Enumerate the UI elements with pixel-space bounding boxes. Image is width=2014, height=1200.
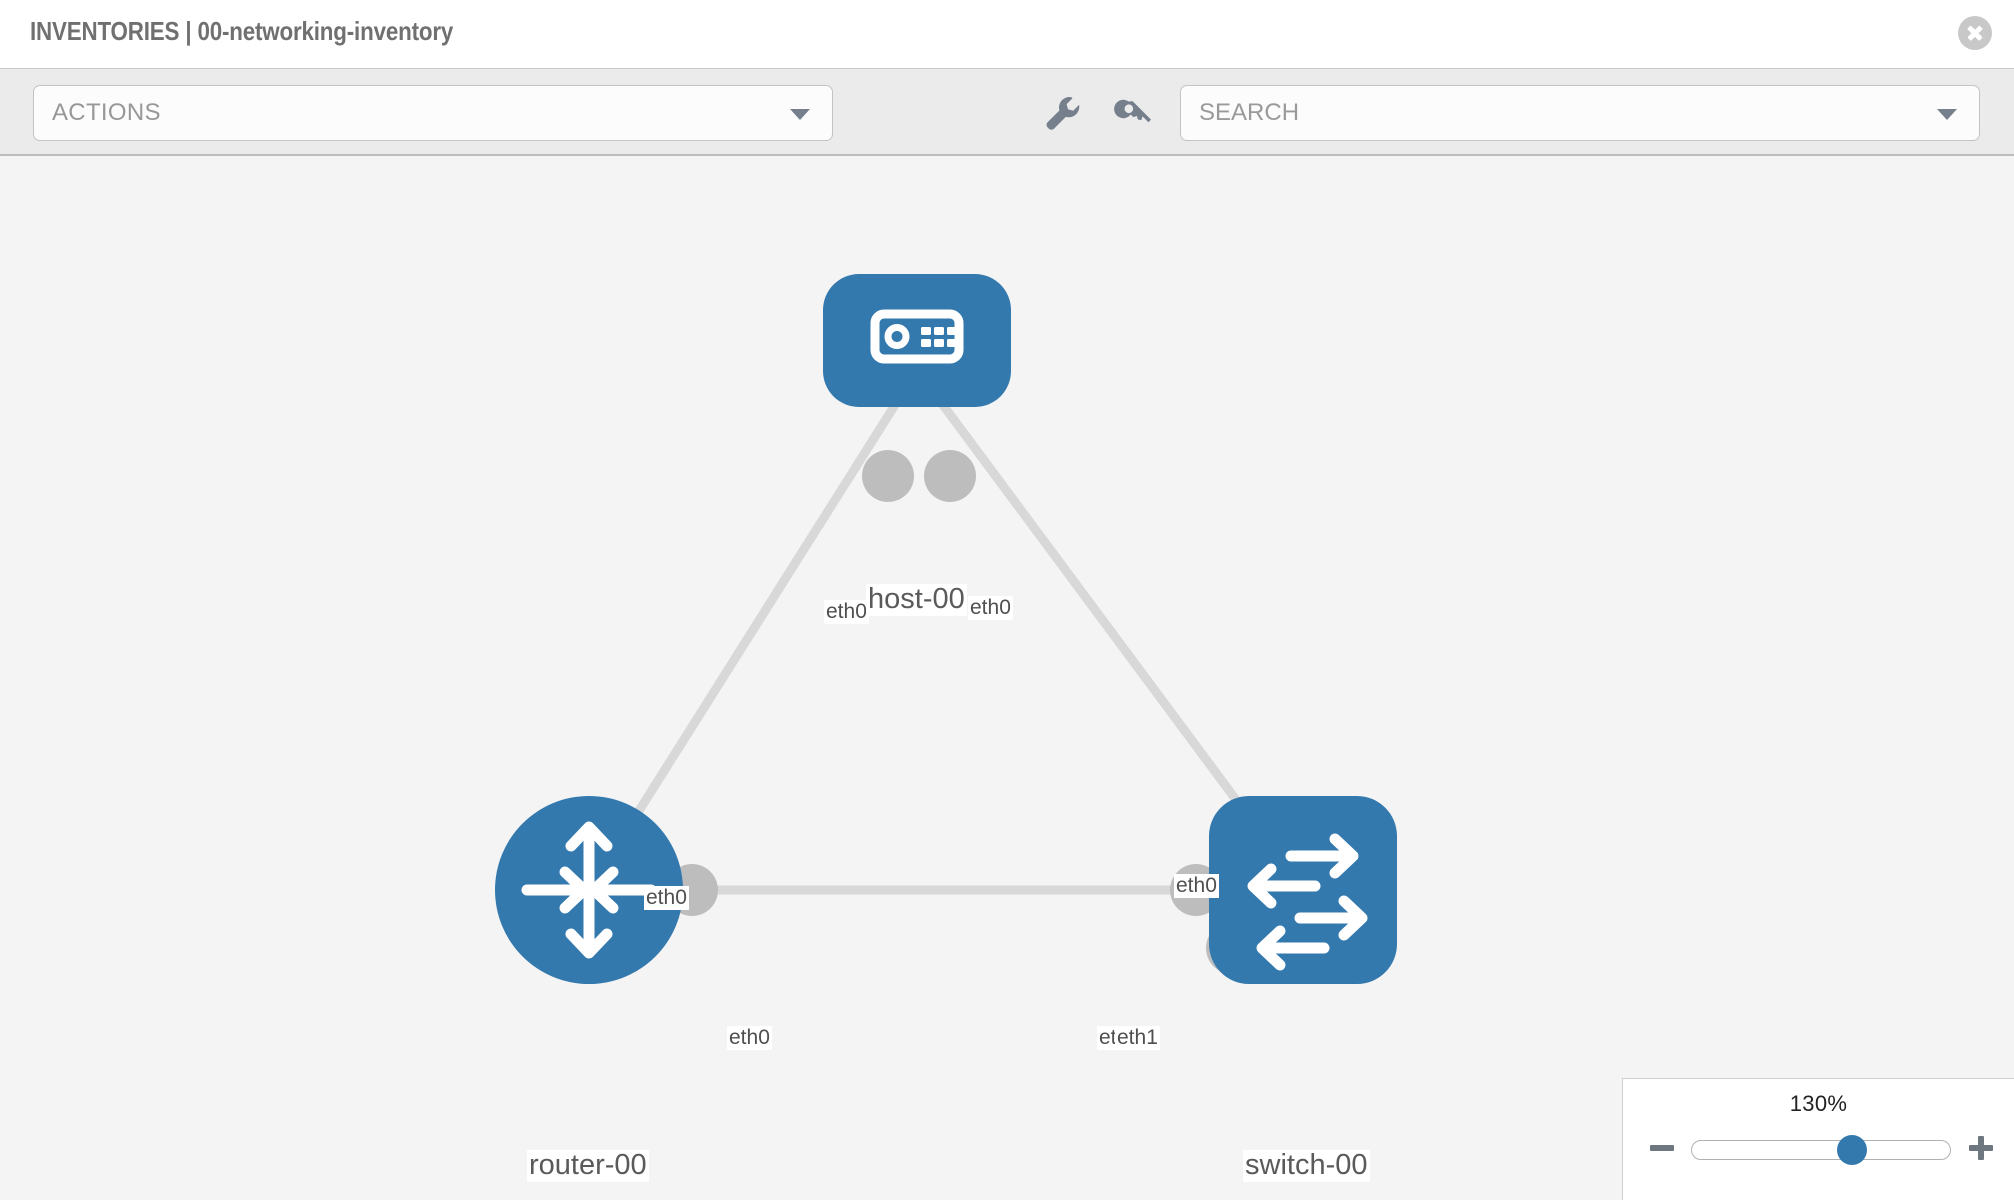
node-label-router-00: router-00 bbox=[527, 1149, 649, 1182]
server-icon bbox=[870, 309, 964, 364]
iface-label-host00-left: eth0 bbox=[824, 600, 869, 624]
chevron-down-icon bbox=[790, 109, 810, 120]
link-edges bbox=[585, 367, 1307, 895]
close-icon[interactable] bbox=[1958, 16, 1992, 50]
iface-label-switch00-up: eth0 bbox=[1174, 874, 1219, 898]
plus-icon-bar-v bbox=[1978, 1136, 1984, 1160]
node-label-host-00: host-00 bbox=[866, 583, 967, 616]
actions-dropdown-label: ACTIONS bbox=[52, 99, 161, 126]
minus-icon-bar bbox=[1650, 1145, 1674, 1151]
port-host00-eth0-right[interactable] bbox=[924, 450, 976, 502]
topology-canvas[interactable]: eth0 eth0 eth0 eth0 eth0 eth0 eth1 host-… bbox=[0, 156, 2014, 1200]
zoom-slider-row bbox=[1623, 1131, 2014, 1171]
minus-icon[interactable] bbox=[1645, 1131, 1679, 1165]
node-switch-00[interactable] bbox=[1209, 796, 1397, 984]
node-host-00[interactable] bbox=[823, 274, 1011, 407]
link-host00-router00[interactable] bbox=[585, 367, 921, 893]
port-host00-eth0-left[interactable] bbox=[862, 450, 914, 502]
zoom-slider-track[interactable] bbox=[1691, 1135, 1951, 1165]
search-input[interactable] bbox=[1181, 86, 1979, 140]
iface-label-host00-right: eth0 bbox=[968, 596, 1013, 620]
iface-label-router00-eth0: eth0 bbox=[727, 1026, 772, 1050]
zoom-control-panel: 130% bbox=[1622, 1078, 2014, 1200]
switch-arrows-icon bbox=[1247, 833, 1368, 971]
node-label-switch-00: switch-00 bbox=[1243, 1149, 1370, 1182]
iface-label-switch00-eth1: eth1 bbox=[1115, 1026, 1160, 1050]
key-icon[interactable] bbox=[1105, 85, 1161, 141]
plus-icon[interactable] bbox=[1964, 1131, 1998, 1165]
node-host-00-shape[interactable] bbox=[823, 274, 1011, 407]
node-router-00[interactable] bbox=[495, 796, 683, 984]
zoom-slider-thumb[interactable] bbox=[1836, 1135, 1867, 1165]
search-field[interactable] bbox=[1180, 85, 1980, 141]
wrench-icon[interactable] bbox=[1035, 85, 1091, 141]
router-arrows-icon bbox=[521, 821, 657, 959]
toolbar: ACTIONS bbox=[0, 68, 2014, 156]
iface-label-router00-up: eth0 bbox=[644, 886, 689, 910]
topology-graph bbox=[495, 274, 1397, 984]
actions-dropdown[interactable]: ACTIONS bbox=[33, 85, 833, 141]
page-title: INVENTORIES | 00-networking-inventory bbox=[30, 16, 454, 46]
zoom-level-value: 130% bbox=[1789, 1091, 1848, 1116]
chevron-down-icon[interactable] bbox=[1937, 109, 1957, 120]
page-header: INVENTORIES | 00-networking-inventory bbox=[0, 0, 2014, 68]
